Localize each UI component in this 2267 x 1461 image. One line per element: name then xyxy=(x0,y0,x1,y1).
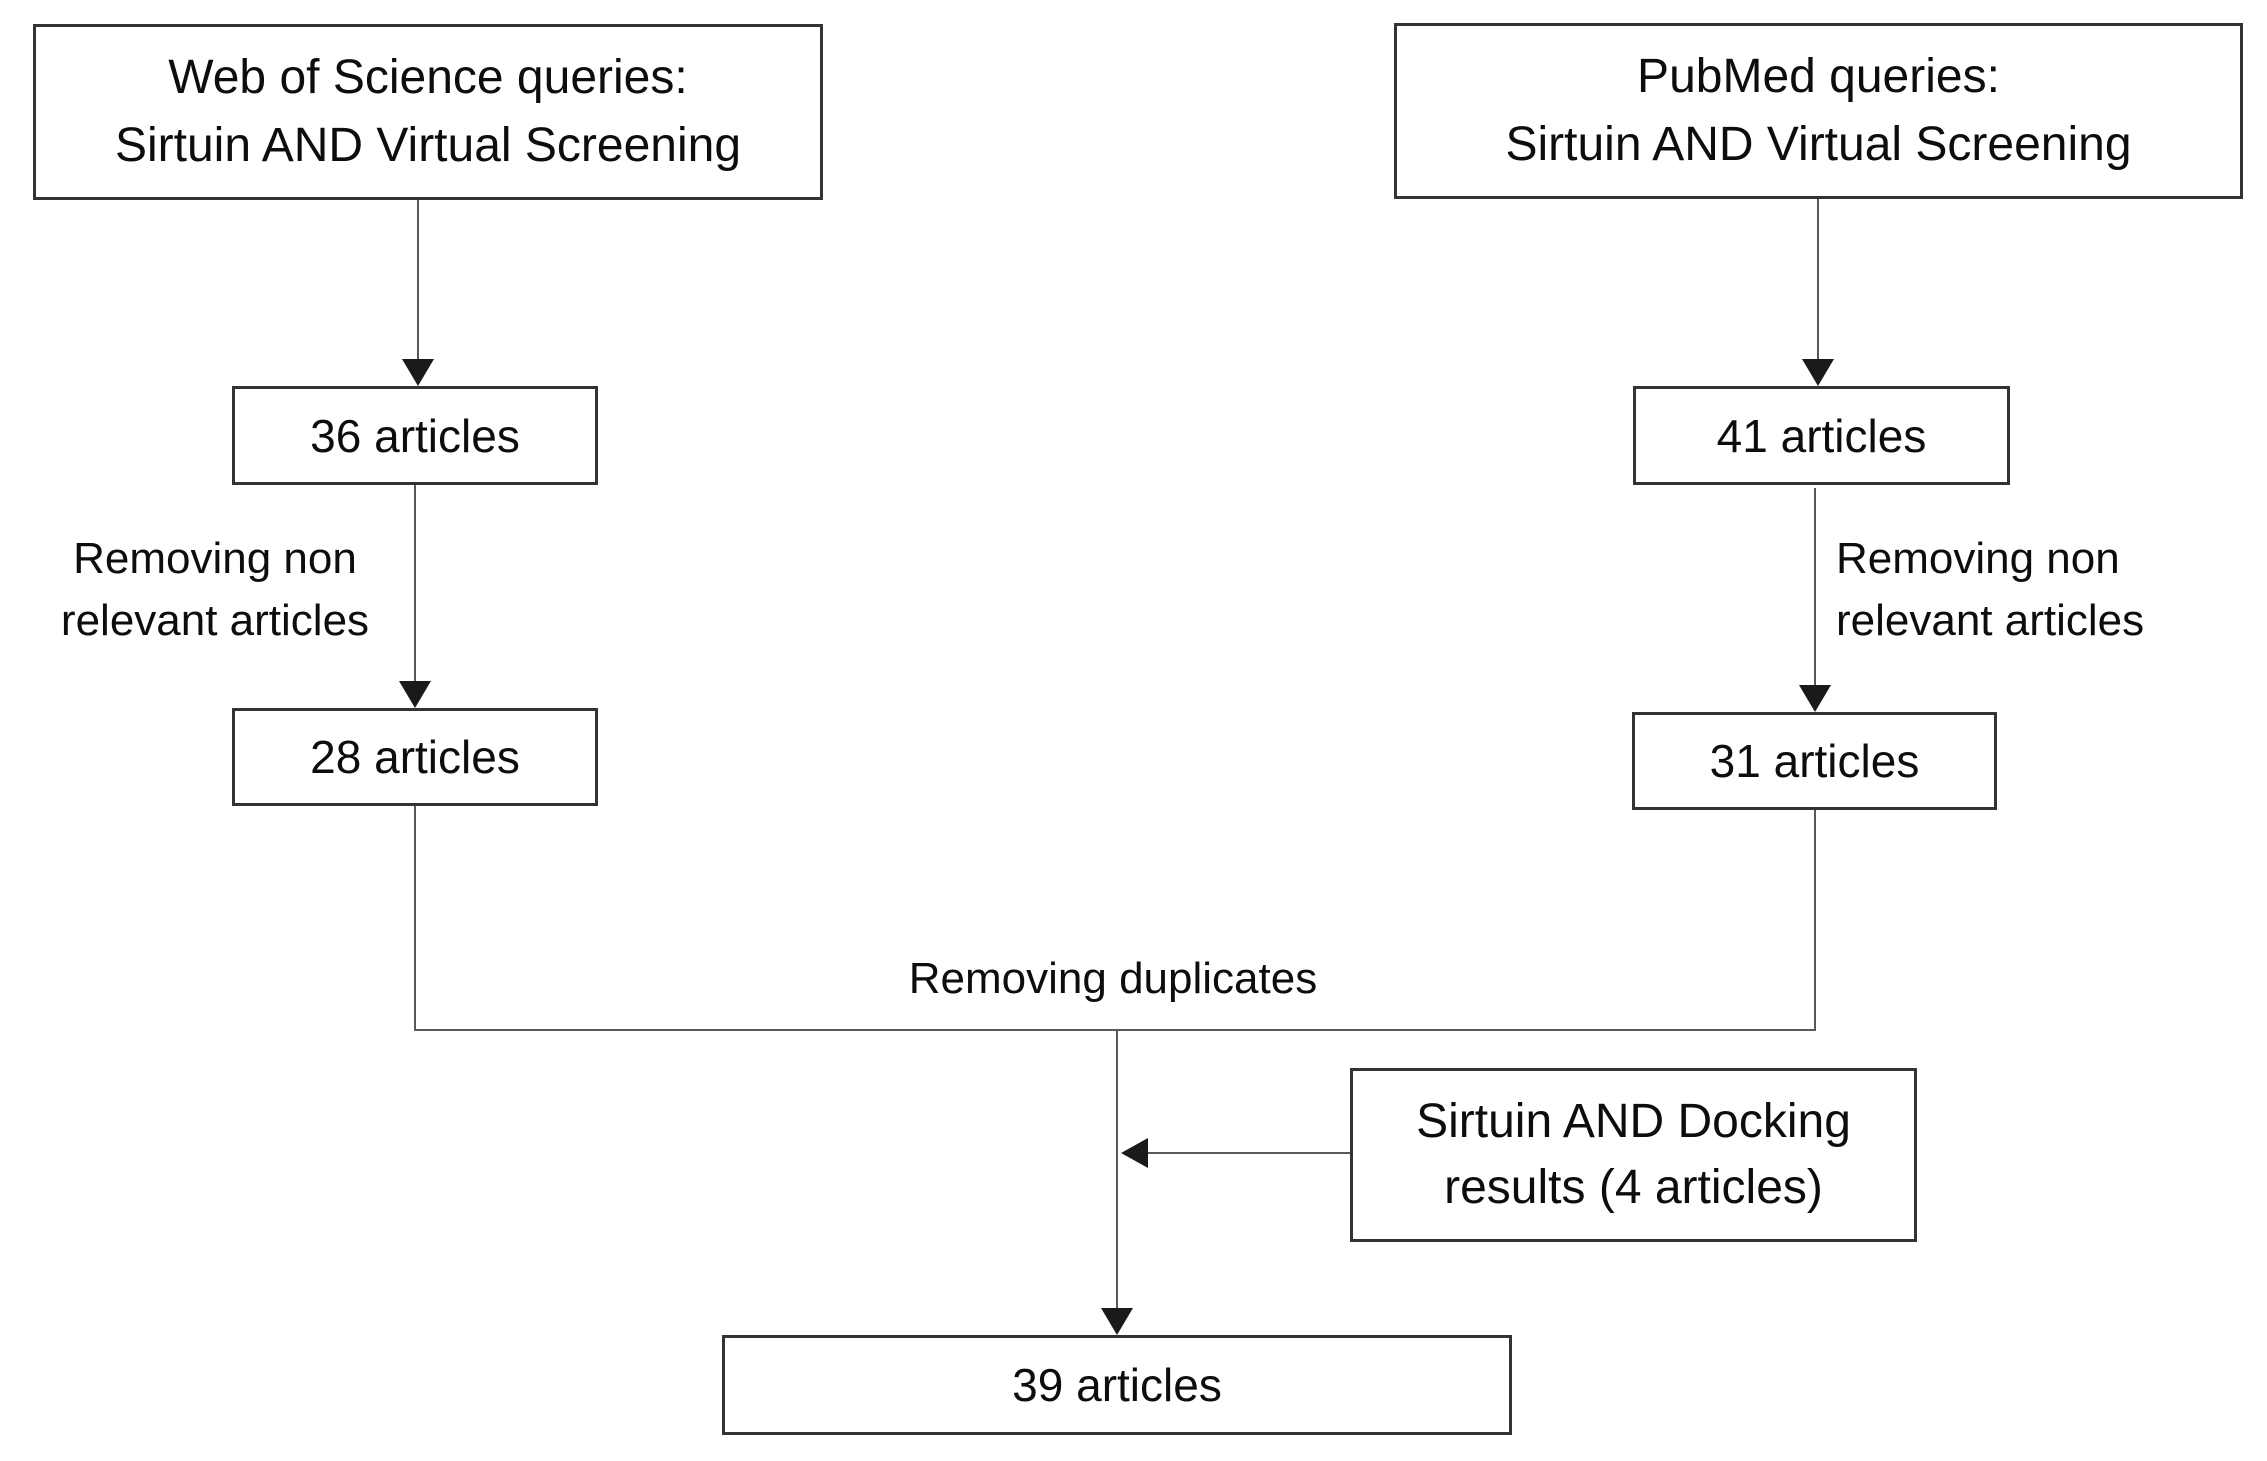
node-wos-screened-label: 28 articles xyxy=(310,731,520,783)
edge-wos-query-to-initial xyxy=(417,200,419,360)
arrowhead-down-icon xyxy=(399,681,431,708)
node-final: 39 articles xyxy=(722,1335,1512,1435)
node-pubmed-initial-label: 41 articles xyxy=(1716,409,1927,462)
node-final-label: 39 articles xyxy=(1012,1359,1222,1411)
node-wos-query-line2: Sirtuin AND Virtual Screening xyxy=(114,119,742,172)
edge-wos-initial-to-screened xyxy=(414,485,416,682)
edge-merge-to-final xyxy=(1116,1031,1118,1309)
arrowhead-down-icon xyxy=(1799,685,1831,712)
node-docking-input-line1: Sirtuin AND Docking xyxy=(1416,1095,1851,1148)
edge-label-pubmed-filter-line1: Removing non xyxy=(1836,534,2120,583)
node-wos-screened: 28 articles xyxy=(232,708,598,806)
edge-pubmed-initial-to-screened xyxy=(1814,488,1816,686)
node-wos-query: Web of Science queries: Sirtuin AND Virt… xyxy=(33,24,823,200)
edge-pubmed-screened-down xyxy=(1814,810,1816,1031)
node-wos-initial: 36 articles xyxy=(232,386,598,485)
edge-label-merge-text: Removing duplicates xyxy=(908,954,1318,1003)
node-pubmed-query: PubMed queries: Sirtuin AND Virtual Scre… xyxy=(1394,23,2243,199)
edge-merge-horizontal xyxy=(414,1029,1816,1031)
edge-label-wos-filter-line1: Removing non xyxy=(73,534,357,583)
node-docking-input-line2: results (4 articles) xyxy=(1444,1161,1823,1214)
edge-label-merge: Removing duplicates xyxy=(863,948,1363,1010)
edge-pubmed-query-to-initial xyxy=(1817,199,1819,360)
edge-docking-to-merge xyxy=(1146,1152,1350,1154)
node-pubmed-query-line2: Sirtuin AND Virtual Screening xyxy=(1505,118,2132,171)
arrowhead-down-icon xyxy=(1101,1308,1133,1335)
node-pubmed-initial: 41 articles xyxy=(1633,386,2010,485)
edge-label-wos-filter: Removing non relevant articles xyxy=(10,528,420,652)
arrowhead-down-icon xyxy=(1802,359,1834,386)
node-docking-input: Sirtuin AND Docking results (4 articles) xyxy=(1350,1068,1917,1242)
node-pubmed-query-line1: PubMed queries: xyxy=(1637,50,2000,103)
edge-wos-screened-down xyxy=(414,806,416,1031)
edge-label-wos-filter-line2: relevant articles xyxy=(60,596,370,645)
arrowhead-down-icon xyxy=(402,359,434,386)
arrowhead-left-icon xyxy=(1121,1138,1148,1168)
edge-label-pubmed-filter-line2: relevant articles xyxy=(1836,596,2145,645)
node-pubmed-screened-label: 31 articles xyxy=(1709,735,1920,787)
node-wos-query-line1: Web of Science queries: xyxy=(168,51,688,104)
node-wos-initial-label: 36 articles xyxy=(310,409,520,462)
edge-label-pubmed-filter: Removing non relevant articles xyxy=(1836,528,2266,652)
node-pubmed-screened: 31 articles xyxy=(1632,712,1997,810)
